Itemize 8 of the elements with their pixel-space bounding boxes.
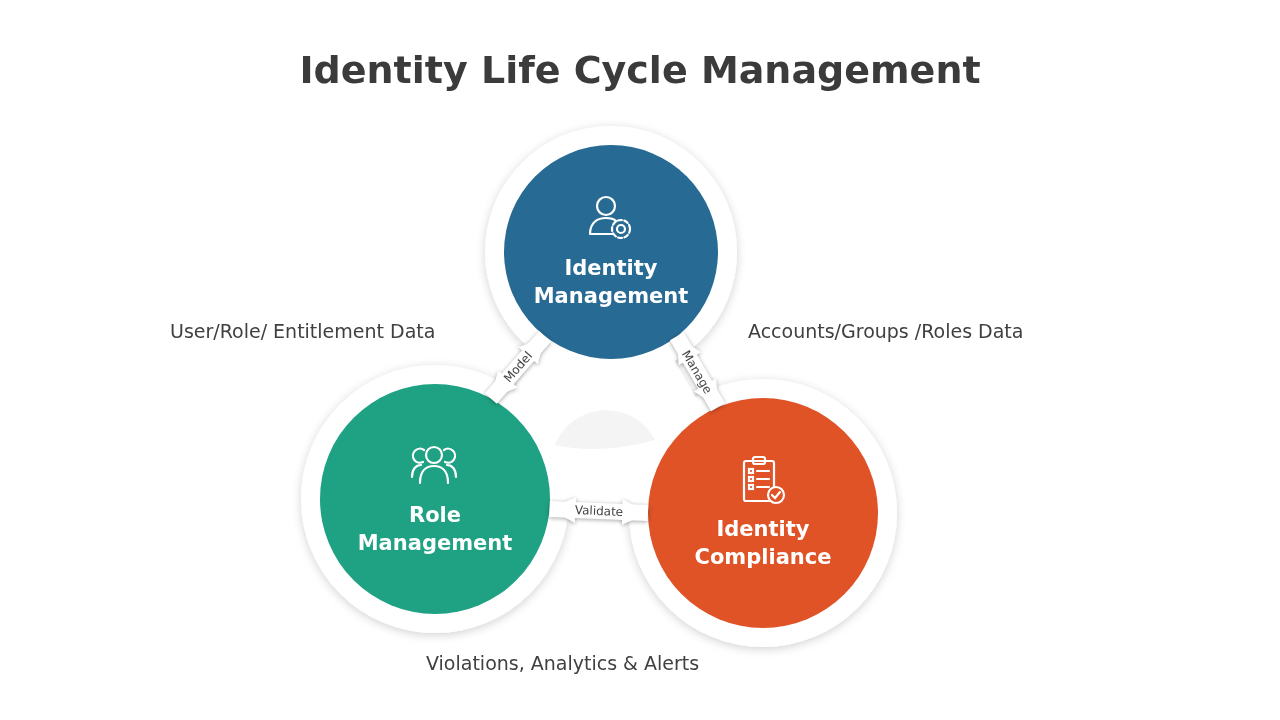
node-label: Identity Compliance — [693, 515, 833, 571]
node-label: Role Management — [356, 501, 514, 557]
annotation-text: User/Role/ Entitlement Data — [170, 320, 436, 342]
node-label: Identity Management — [532, 254, 690, 310]
edge-label: Validate — [574, 503, 624, 519]
annotation-text: Accounts/Groups /Roles Data — [748, 320, 1024, 342]
title: Identity Life Cycle Management — [298, 48, 982, 92]
annotation-text: Violations, Analytics & Alerts — [426, 652, 700, 674]
